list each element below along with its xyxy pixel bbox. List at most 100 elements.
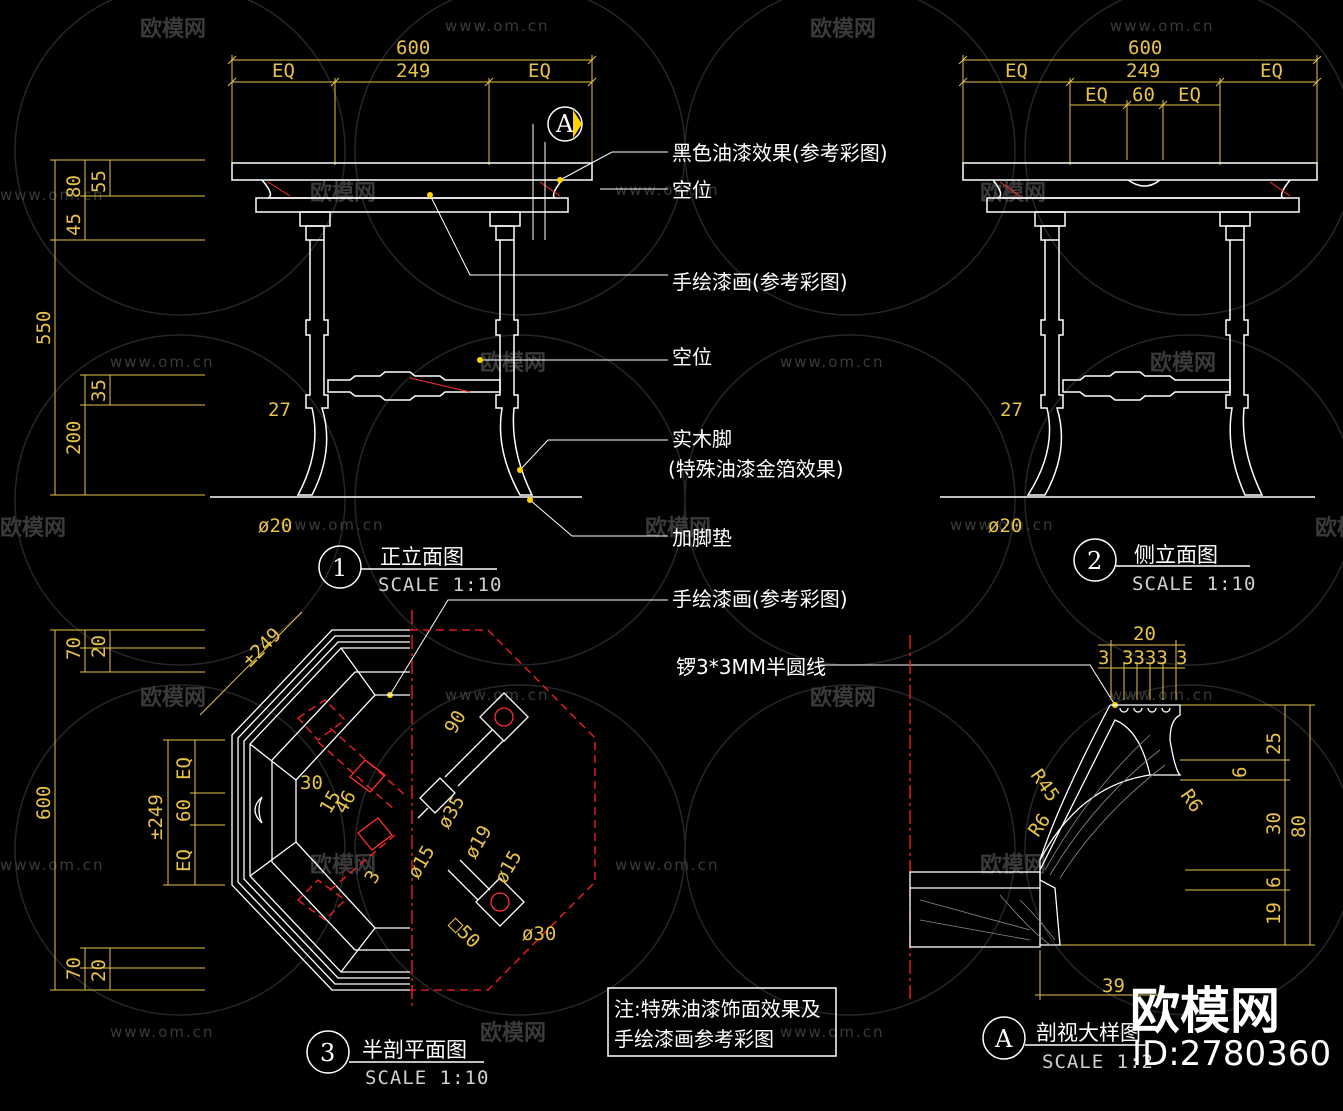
watermark-cn: 欧模网 [645, 515, 711, 541]
watermark-url: www.om.cn [110, 1023, 215, 1041]
dim-width: 600 [1128, 37, 1162, 59]
section-marker-label: A [555, 110, 574, 138]
watermark-cn: 欧模网 [0, 515, 66, 541]
side-elevation: 600 EQ 249 EQ EQ 60 EQ 27 ø20 2 [940, 37, 1322, 595]
note-line-1: 注:特殊油漆饰面效果及 [614, 997, 821, 1021]
dim-35: 35 [88, 379, 110, 402]
dim-sq50: □50 [444, 913, 484, 953]
watermark-url: www.om.cn [445, 17, 550, 35]
dim-eq-right: EQ [1260, 60, 1283, 82]
dim-200: 200 [63, 421, 85, 455]
dim-6a: 6 [1229, 767, 1251, 778]
dim-eq-right: EQ [528, 60, 551, 82]
dim-dia35: ø35 [433, 792, 469, 833]
view-title: 正立面图 [380, 545, 464, 569]
callout-hand-painted-2: 手绘漆画(参考彩图) [672, 587, 848, 611]
dim-mid: 249 [396, 60, 430, 82]
watermark-cn: 欧模网 [310, 852, 376, 878]
dim-80: 80 [1288, 815, 1310, 838]
view-title: 侧立面图 [1134, 543, 1218, 567]
dim-pm249: ±249 [145, 794, 167, 840]
dim-eq1: EQ [173, 757, 195, 780]
dim-600: 600 [33, 786, 55, 820]
dim-width: 600 [396, 37, 430, 59]
dim-dia19: ø19 [460, 822, 496, 863]
watermark-url: www.om.cn [780, 1023, 885, 1041]
watermark-url: www.om.cn [1110, 17, 1215, 35]
watermark-url: www.om.cn [0, 186, 105, 204]
dim-eq-left: EQ [272, 60, 295, 82]
dim-550: 550 [33, 311, 55, 345]
dim-70a: 70 [63, 637, 85, 660]
callout-hand-painted-1: 手绘漆画(参考彩图) [672, 270, 848, 294]
view-number-circle [318, 545, 362, 589]
watermark-url: www.om.cn [950, 516, 1055, 534]
dim-eq-b: EQ [1178, 84, 1201, 106]
note-line-2: 手绘漆画参考彩图 [614, 1027, 774, 1051]
front-elevation: 600 EQ 249 EQ 80 55 45 550 35 200 27 ø20 [33, 37, 597, 596]
callout-empty-2: 空位 [672, 345, 712, 369]
watermark-cn: 欧模网 [480, 350, 546, 376]
watermark-url: www.om.cn [615, 181, 720, 199]
view-title: 半剖平面图 [362, 1038, 467, 1062]
dim-45: 45 [63, 213, 85, 236]
dim-r45: R45 [1026, 765, 1064, 806]
dim-90: 90 [440, 707, 470, 738]
brand-name: 欧模网 [1130, 982, 1280, 1040]
view-number-circle [982, 1016, 1026, 1060]
dim-w20: 20 [1133, 623, 1156, 645]
callouts: 黑色油漆效果(参考彩图) 空位 手绘漆画(参考彩图) 空位 实木脚 (特殊油漆金… [387, 141, 1118, 708]
view-number-circle [1073, 538, 1117, 582]
view-number: 2 [1087, 547, 1102, 575]
dim-dia20: ø20 [988, 515, 1022, 537]
dim-25: 25 [1263, 732, 1285, 755]
watermark-cn: 欧模网 [1315, 515, 1343, 541]
half-section-plan: 70 20 600 ±249 EQ 60 EQ 70 20 ±249 [33, 610, 596, 1089]
view-scale: SCALE 1:2 [1042, 1051, 1154, 1073]
watermark-url: www.om.cn [280, 516, 385, 534]
dim-70b: 70 [63, 957, 85, 980]
note-box: 注:特殊油漆饰面效果及 手绘漆画参考彩图 [607, 987, 837, 1057]
dim-30: 30 [300, 772, 323, 794]
watermark-cn: 欧模网 [480, 1020, 546, 1046]
view-number: A [994, 1025, 1013, 1053]
view-number-circle [306, 1030, 350, 1074]
dim-dia15: ø15 [403, 842, 439, 883]
watermark-layer: 欧模网 www.om.cn 欧模网 www.om.cn www.om.cn 欧模… [0, 0, 1343, 1046]
dim-20b: 20 [88, 959, 110, 982]
dim-20a: 20 [88, 635, 110, 658]
watermark-cn: 欧模网 [980, 180, 1046, 206]
dim-g3b: 3 [1176, 647, 1187, 669]
dim-30: 30 [1263, 812, 1285, 835]
section-arrow-icon [573, 110, 582, 138]
dim-27: 27 [1000, 399, 1023, 421]
dim-27: 27 [268, 399, 291, 421]
view-number: 1 [332, 554, 347, 582]
watermark-cn: 欧模网 [310, 180, 376, 206]
callout-empty-1: 空位 [672, 178, 712, 202]
watermark-cn: 欧模网 [140, 16, 206, 42]
dim-g3333: 3333 [1122, 647, 1168, 669]
watermark-cn: 欧模网 [140, 685, 206, 711]
dim-r6a: R6 [1176, 785, 1207, 816]
watermark-url: www.om.cn [0, 856, 105, 874]
watermark-url: www.om.cn [615, 856, 720, 874]
dim-eq-a: EQ [1085, 84, 1108, 106]
callout-groove: 锣3*3MM半圆线 [676, 655, 826, 679]
view-scale: SCALE 1:10 [365, 1067, 489, 1089]
dim-80: 80 [63, 175, 85, 198]
brand-stamp: 欧模网 ID:2780360 [1130, 982, 1331, 1074]
watermark-url: www.om.cn [1110, 686, 1215, 704]
brand-id: ID:2780360 [1132, 1034, 1331, 1074]
view-scale: SCALE 1:10 [378, 574, 502, 596]
dim-dia20: ø20 [258, 515, 292, 537]
callout-black-lacquer: 黑色油漆效果(参考彩图) [672, 141, 888, 165]
view-title: 剖视大样图 [1036, 1021, 1141, 1045]
dim-mid: 249 [1126, 60, 1160, 82]
callout-foot-pad: 加脚垫 [672, 526, 732, 550]
dim-55: 55 [88, 170, 110, 193]
watermark-cn: 欧模网 [1150, 350, 1216, 376]
dim-dia30: ø30 [522, 923, 556, 945]
dim-60: 60 [173, 799, 195, 822]
